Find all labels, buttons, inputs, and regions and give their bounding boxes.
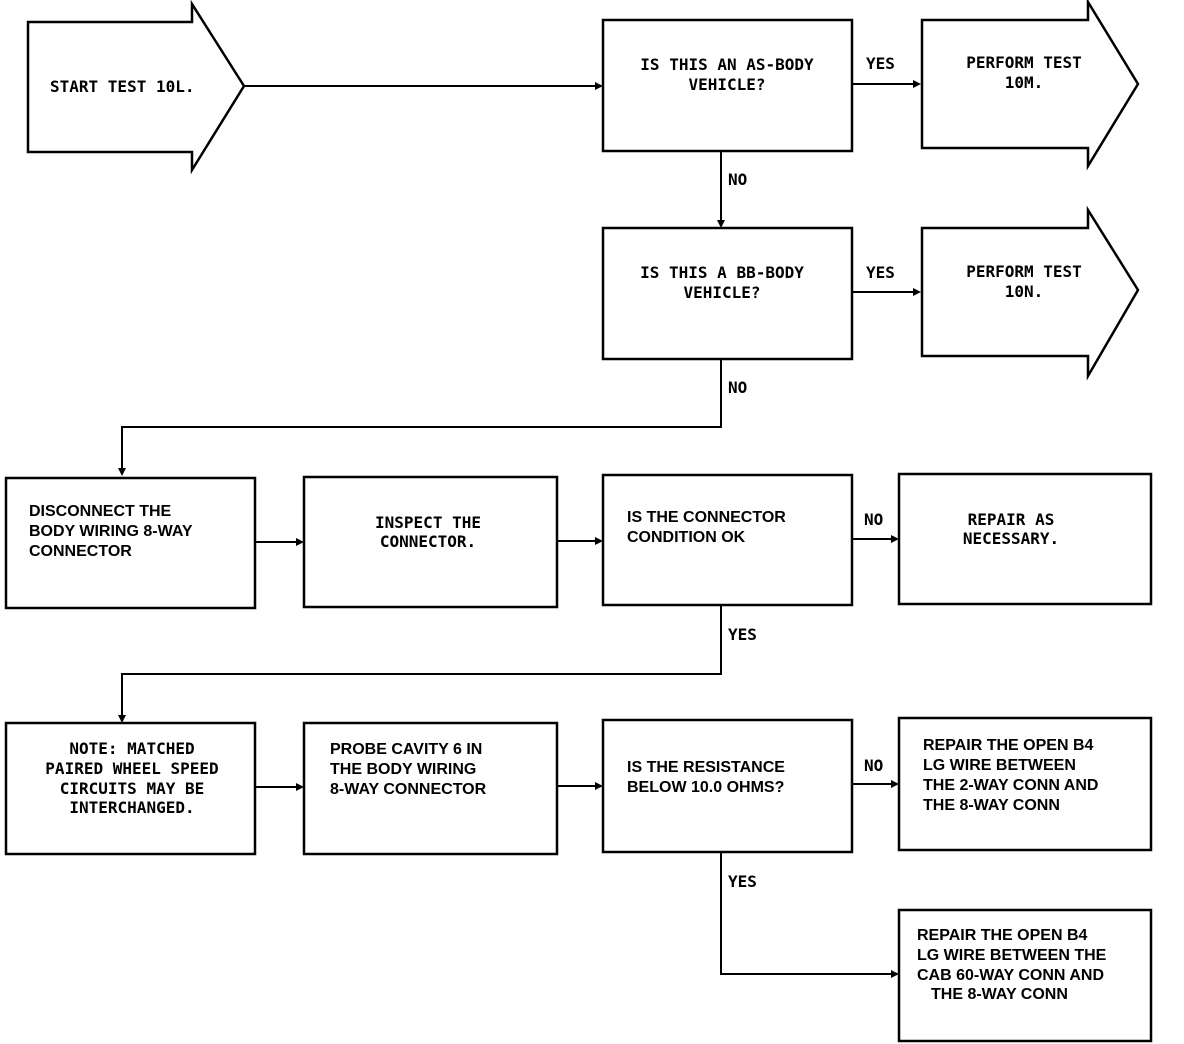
inspect-line2: CONNECTOR.	[380, 532, 476, 551]
bb-yes-label: YES	[866, 263, 895, 282]
as-body-line1: IS THIS AN AS-BODY	[640, 55, 814, 74]
inspect-box: INSPECT THE CONNECTOR.	[302, 475, 559, 609]
repair-open-1-line4: THE 8-WAY CONN	[923, 797, 1060, 814]
resistance-question: IS THE RESISTANCE BELOW 10.0 OHMS?	[601, 718, 854, 854]
repair-open-2-line4: THE 8-WAY CONN	[931, 986, 1068, 1003]
probe-box: PROBE CAVITY 6 IN THE BODY WIRING 8-WAY …	[302, 721, 559, 856]
as-body-question: IS THIS AN AS-BODY VEHICLE?	[601, 18, 854, 153]
as-body-line2: VEHICLE?	[688, 75, 765, 94]
perform-10n-node: PERFORM TEST 10N.	[920, 205, 1140, 381]
note-line1: NOTE: MATCHED	[69, 739, 194, 758]
perform-10m-node: PERFORM TEST 10M.	[920, 0, 1140, 171]
bb-body-question: IS THIS A BB-BODY VEHICLE?	[601, 226, 854, 361]
repair-open-1-line3: THE 2-WAY CONN AND	[923, 777, 1098, 794]
repair-open-2way-box: REPAIR THE OPEN B4 LG WIRE BETWEEN THE 2…	[897, 716, 1153, 852]
note-line3: CIRCUITS MAY BE	[60, 779, 205, 798]
repair-open-2-line2: LG WIRE BETWEEN THE	[917, 947, 1107, 964]
disconnect-box: DISCONNECT THE BODY WIRING 8-WAY CONNECT…	[4, 476, 257, 610]
connector-no-label: NO	[864, 510, 883, 529]
as-yes-label: YES	[866, 54, 895, 73]
repair-open-2-line3: CAB 60-WAY CONN AND	[917, 967, 1104, 984]
bb-no-label: NO	[728, 378, 747, 397]
connector-q-line2: CONDITION OK	[627, 529, 746, 546]
perform-10m-line2: 10M.	[1005, 73, 1044, 92]
bb-body-line1: IS THIS A BB-BODY	[640, 263, 804, 282]
note-line2: PAIRED WHEEL SPEED	[45, 759, 218, 778]
probe-line1: PROBE CAVITY 6 IN	[330, 741, 482, 758]
bb-body-line2: VEHICLE?	[683, 283, 760, 302]
disconnect-line3: CONNECTOR	[29, 543, 132, 560]
perform-10n-line2: 10N.	[1005, 282, 1044, 301]
edge-bb-no	[121, 359, 722, 470]
connector-q-line1: IS THE CONNECTOR	[627, 509, 786, 526]
disconnect-line2: BODY WIRING 8-WAY	[29, 523, 193, 540]
resistance-q-line1: IS THE RESISTANCE	[627, 759, 785, 776]
repair-open-1-line1: REPAIR THE OPEN B4	[923, 737, 1094, 754]
repair-open-1-line2: LG WIRE BETWEEN	[923, 757, 1076, 774]
repair-open-2-line1: REPAIR THE OPEN B4	[917, 927, 1088, 944]
repair-as-necessary-box: REPAIR AS NECESSARY.	[897, 472, 1153, 606]
as-no-label: NO	[728, 170, 747, 189]
note-box: NOTE: MATCHED PAIRED WHEEL SPEED CIRCUIT…	[4, 721, 257, 856]
perform-10n-line1: PERFORM TEST	[966, 262, 1082, 281]
resistance-q-line2: BELOW 10.0 OHMS?	[627, 779, 784, 796]
probe-line2: THE BODY WIRING	[330, 761, 476, 778]
connector-question: IS THE CONNECTOR CONDITION OK	[601, 473, 854, 607]
disconnect-line1: DISCONNECT THE	[29, 503, 172, 520]
resistance-yes-label: YES	[728, 872, 757, 891]
resistance-no-label: NO	[864, 756, 883, 775]
edge-resistance-yes	[720, 852, 894, 975]
connector-yes-label: YES	[728, 625, 757, 644]
inspect-line1: INSPECT THE	[375, 513, 481, 532]
repair-open-cab60-box: REPAIR THE OPEN B4 LG WIRE BETWEEN THE C…	[897, 908, 1153, 1043]
repair-necessary-line2: NECESSARY.	[963, 529, 1059, 548]
repair-necessary-line1: REPAIR AS	[968, 510, 1055, 529]
note-line4: INTERCHANGED.	[69, 798, 194, 817]
start-node: START TEST 10L.	[26, 0, 246, 175]
edge-connector-yes	[121, 605, 722, 717]
probe-line3: 8-WAY CONNECTOR	[330, 781, 487, 798]
start-label-line1: START TEST 10L.	[50, 77, 195, 96]
perform-10m-line1: PERFORM TEST	[966, 53, 1082, 72]
